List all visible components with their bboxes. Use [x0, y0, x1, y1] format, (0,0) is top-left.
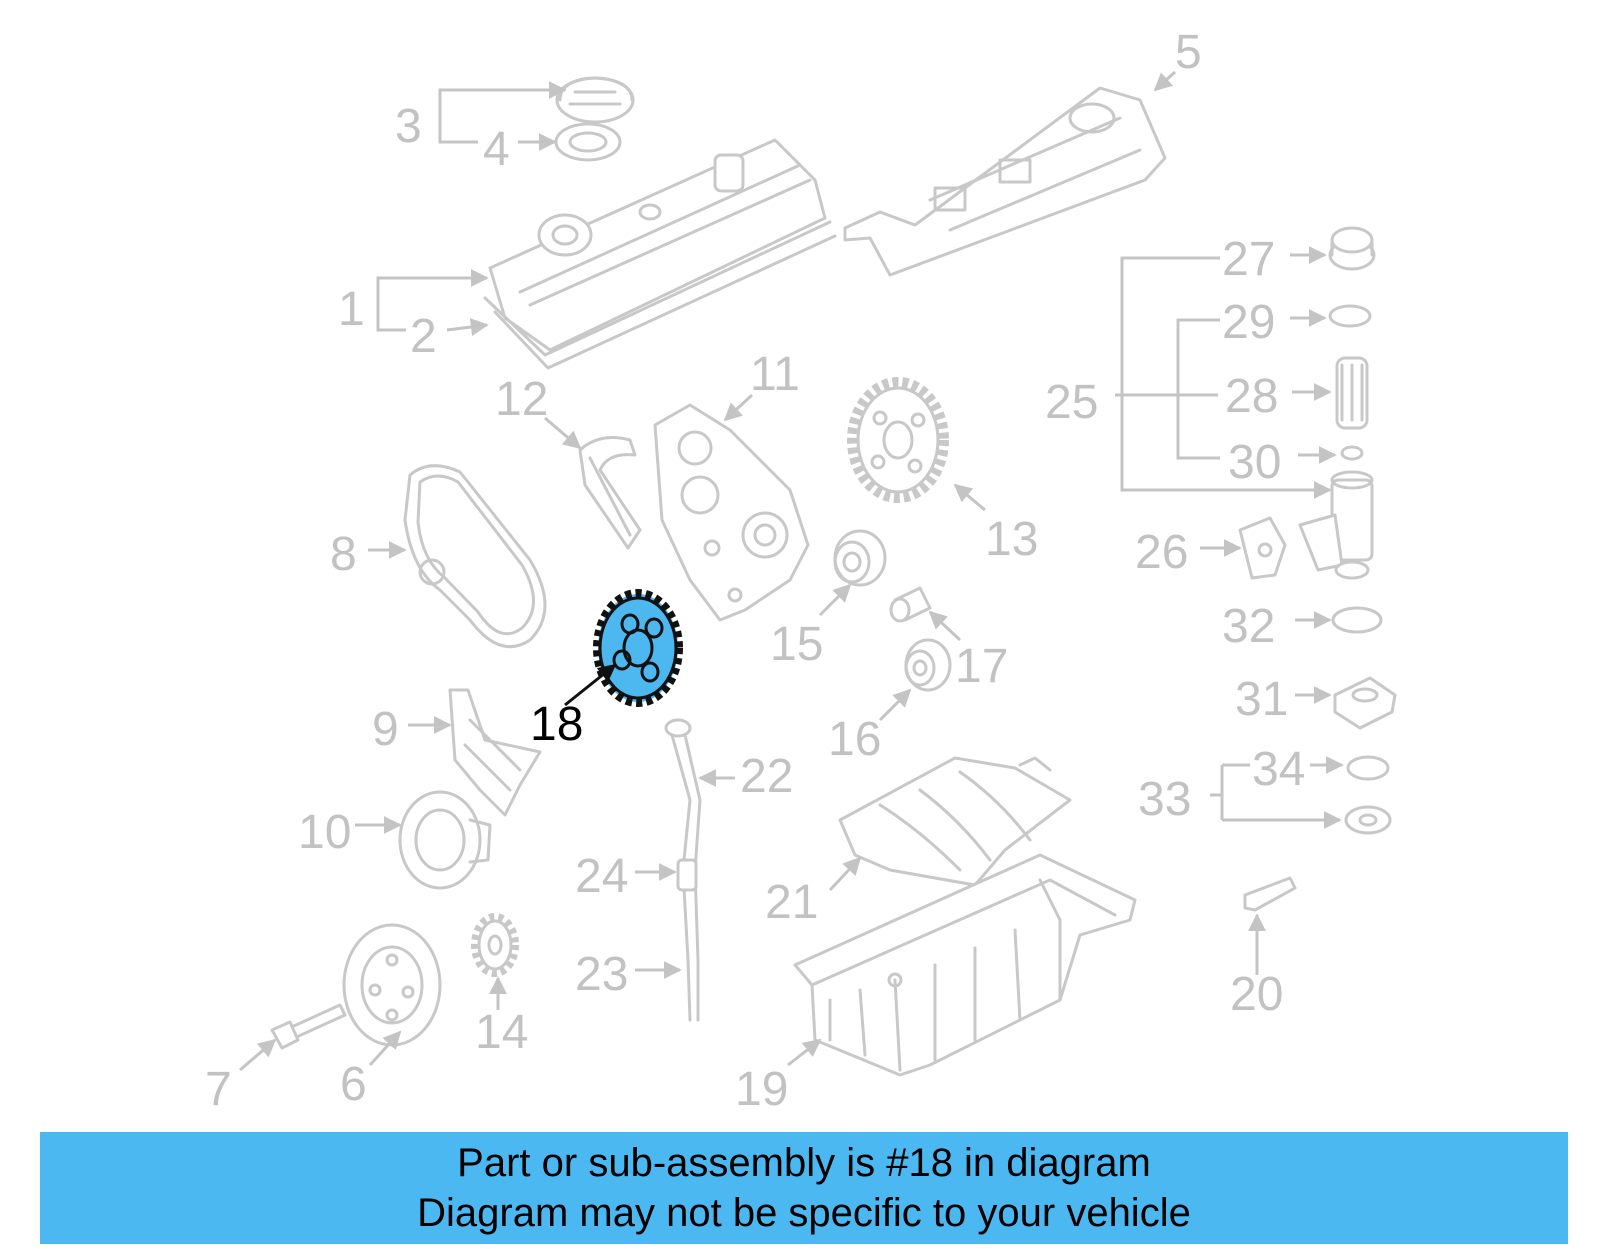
leader-12 [544, 416, 582, 450]
banner-line-disclaimer: Diagram may not be specific to your vehi… [417, 1191, 1191, 1235]
part-bracket-9 [448, 688, 542, 817]
callout-2: 2 [410, 310, 437, 363]
callout-27: 27 [1222, 233, 1275, 286]
callout-26: 26 [1135, 526, 1188, 579]
part-timing-belt [403, 464, 547, 649]
part-filter-28 [1335, 356, 1369, 430]
part-oring-32 [1331, 606, 1383, 634]
banner-line-part: Part or sub-assembly is #18 in diagram [457, 1141, 1151, 1185]
part-filter-housing [1298, 470, 1374, 580]
callout-31: 31 [1235, 673, 1288, 726]
leader-25-group [1115, 256, 1332, 499]
part-timing-cover [653, 403, 810, 622]
leader-19 [787, 1038, 822, 1067]
leader-18 [564, 663, 617, 707]
part-dipstick [664, 718, 702, 1022]
callout-34: 34 [1252, 743, 1305, 796]
callout-30: 30 [1228, 436, 1281, 489]
callout-8: 8 [330, 528, 357, 581]
part-belt-guide [578, 436, 642, 550]
leader-15 [818, 583, 852, 617]
callout-24: 24 [575, 850, 628, 903]
part-oring-30 [1340, 445, 1364, 461]
leader-13 [953, 483, 986, 512]
part-bolt-7 [270, 1003, 347, 1050]
part-oring-29 [1328, 304, 1372, 328]
part-filler-cap [554, 76, 635, 162]
callout-29: 29 [1222, 296, 1275, 349]
part-sprocket-14 [471, 913, 519, 977]
callout-10: 10 [298, 806, 351, 859]
callout-14: 14 [475, 1006, 528, 1059]
callout-28: 28 [1225, 370, 1278, 423]
callout-15: 15 [770, 618, 823, 671]
callout-16: 16 [828, 713, 881, 766]
part-upper-cover [843, 86, 1167, 277]
callout-9: 9 [372, 703, 399, 756]
callout-6: 6 [340, 1058, 367, 1111]
callout-33: 33 [1138, 773, 1191, 826]
part-bracket-26 [1238, 516, 1287, 580]
leader-16 [878, 688, 912, 722]
part-cap-27 [1328, 226, 1376, 271]
info-banner: Part or sub-assembly is #18 in diagram D… [40, 1132, 1568, 1244]
part-bushing-17 [889, 586, 932, 623]
callout-23: 23 [575, 948, 628, 1001]
part-gear-13 [847, 377, 949, 503]
callout-11: 11 [750, 348, 800, 401]
callout-20: 20 [1230, 968, 1283, 1021]
callout-3: 3 [395, 100, 422, 153]
leader-5 [1153, 70, 1177, 92]
leader-21 [828, 856, 862, 892]
callout-12: 12 [495, 373, 548, 426]
callout-32: 32 [1222, 600, 1275, 653]
callout-19: 19 [735, 1063, 788, 1116]
callout-1: 1 [338, 283, 365, 336]
part-bracket-20 [1243, 876, 1297, 912]
callout-21: 21 [765, 876, 818, 929]
callout-13: 13 [985, 513, 1038, 566]
part-plug-33 [1344, 805, 1392, 835]
part-oil-pan-19 [793, 853, 1137, 1077]
part-baffle-21 [838, 756, 1072, 887]
leader-7 [239, 1038, 277, 1072]
part-pulley-15 [833, 529, 887, 587]
leader-3-4 [438, 81, 567, 151]
part-valve-cover [483, 138, 837, 370]
callout-22: 22 [740, 750, 793, 803]
leader-11 [723, 393, 754, 422]
leader-17 [928, 610, 962, 642]
callout-4: 4 [483, 123, 510, 176]
callout-18[interactable]: 18 [530, 698, 583, 751]
callout-17: 17 [955, 640, 1008, 693]
part-seal-housing-10 [398, 790, 492, 890]
leader-33-34 [1210, 756, 1344, 829]
callout-7: 7 [205, 1063, 232, 1116]
part-oring-34 [1346, 755, 1390, 781]
part-gear-18-highlighted[interactable] [593, 589, 683, 707]
part-idler-16 [904, 638, 952, 692]
leader-1-2 [376, 269, 489, 336]
part-crank-pulley-6 [342, 923, 442, 1047]
callout-25: 25 [1045, 376, 1098, 429]
callout-5: 5 [1175, 26, 1202, 79]
part-cooler-31 [1333, 676, 1397, 730]
leader-6 [368, 1030, 402, 1067]
